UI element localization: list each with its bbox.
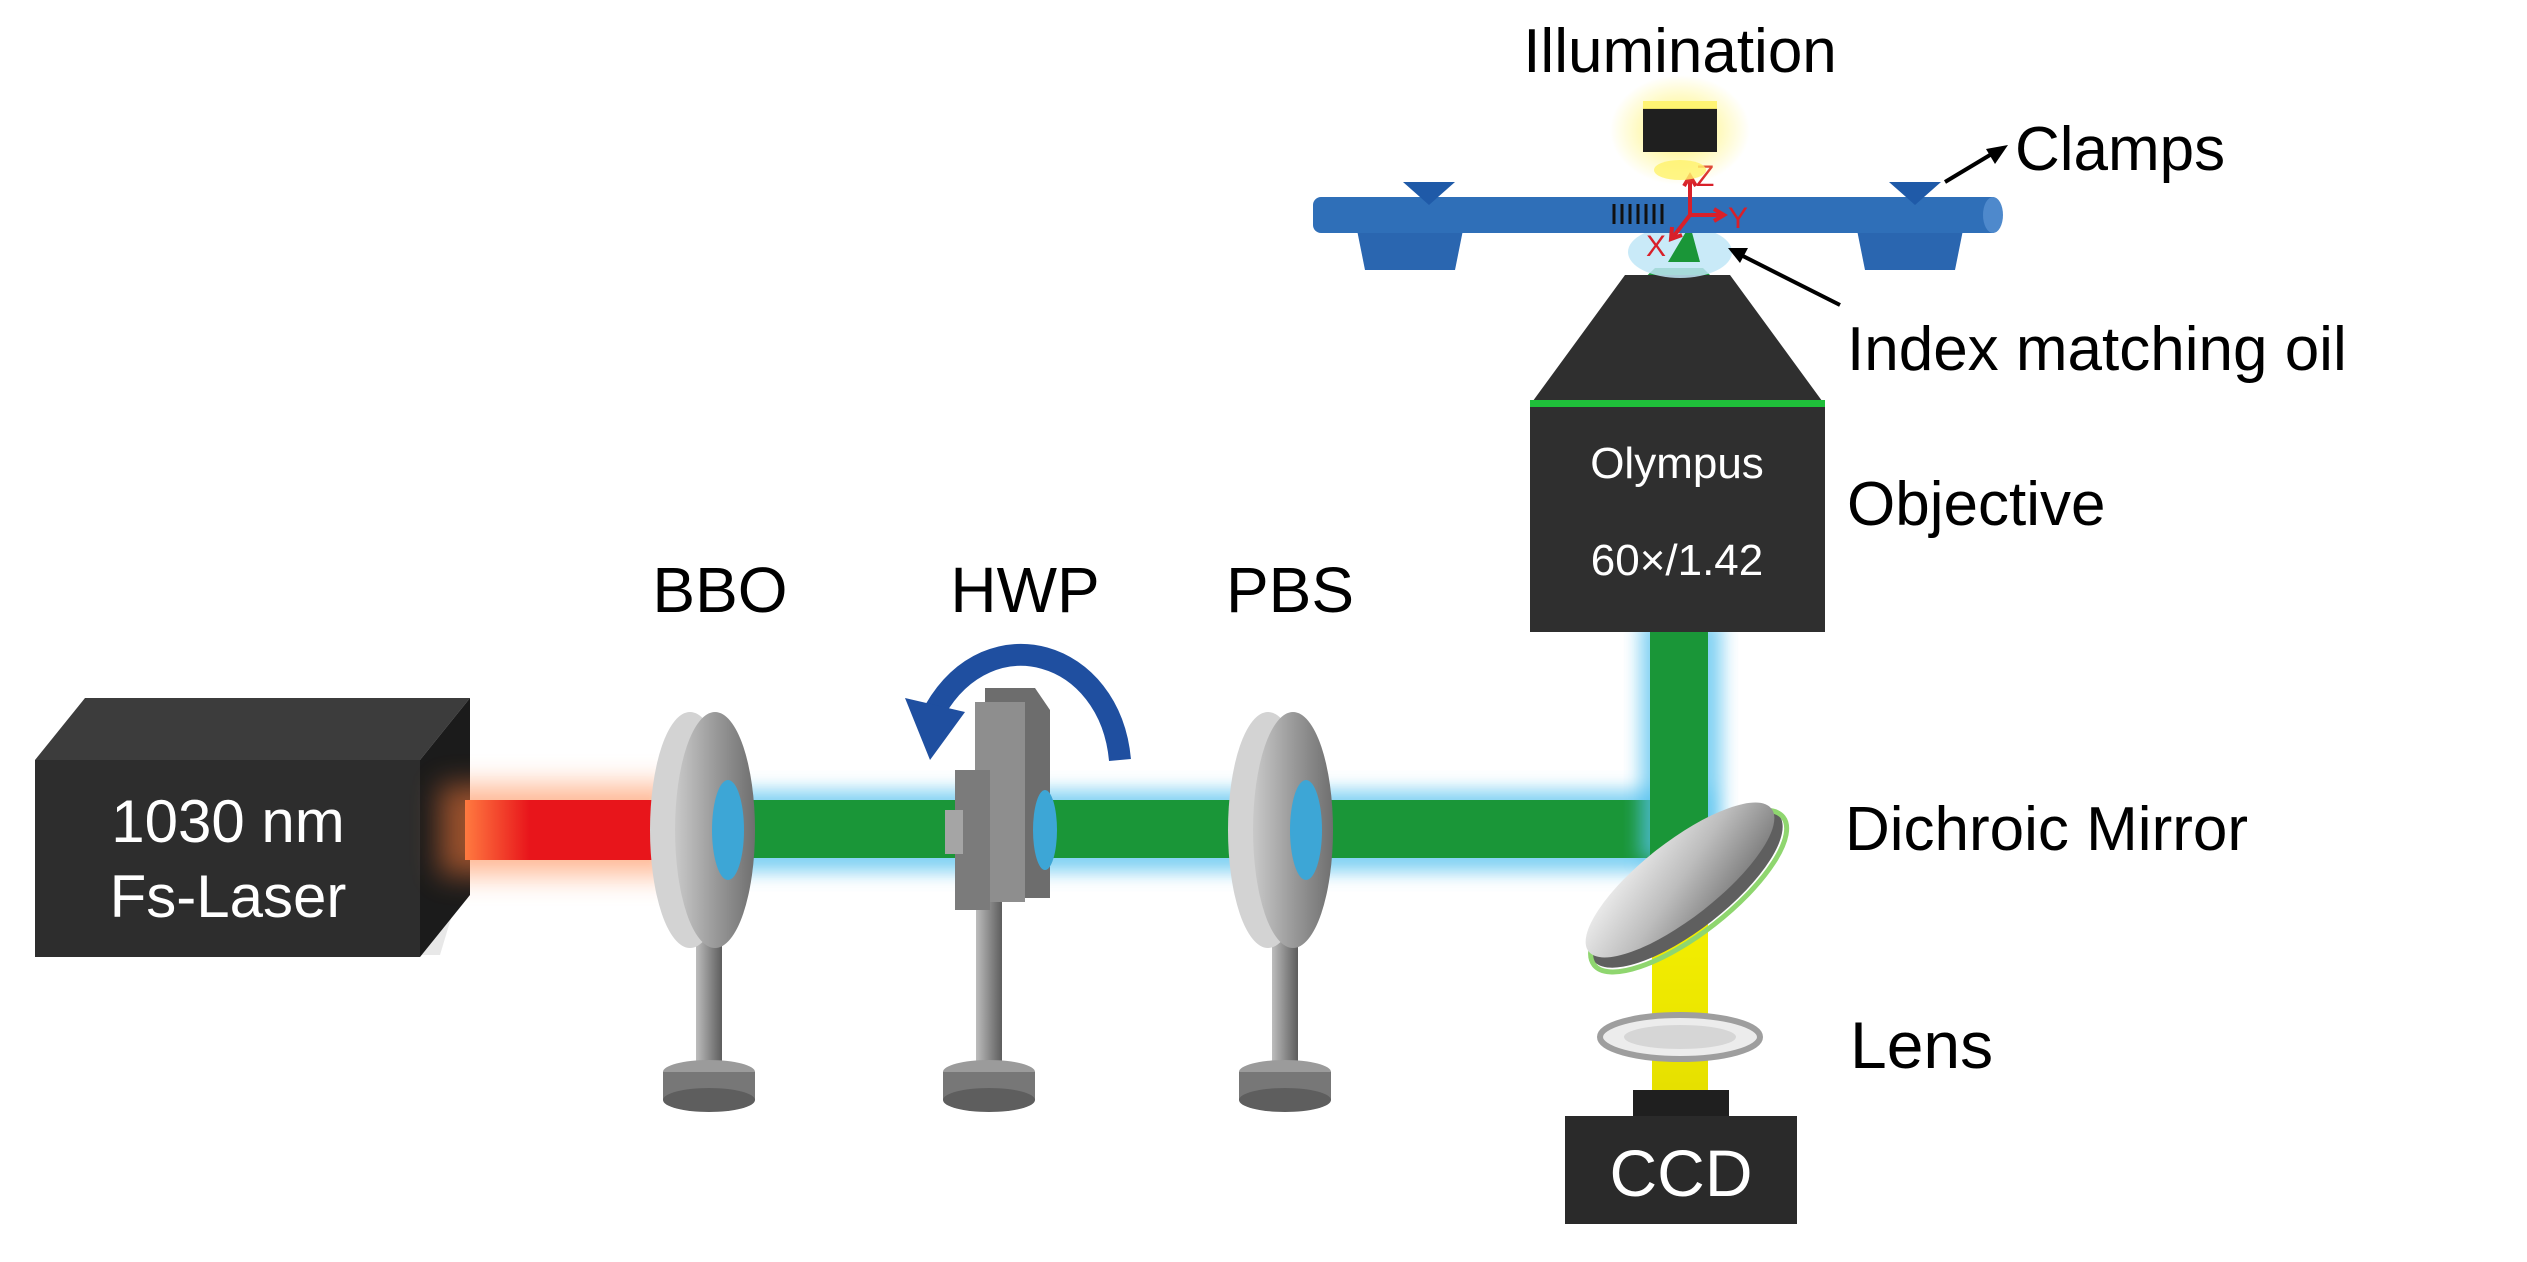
objective-green-band (1530, 400, 1825, 407)
objective-nose (1530, 275, 1825, 405)
lens-label: Lens (1850, 1008, 1993, 1082)
clamps-label: Clamps (2015, 115, 2225, 184)
lens-inner (1624, 1025, 1736, 1049)
beam-paths (440, 620, 1722, 1090)
laser-line1: 1030 nm (111, 788, 345, 855)
clamp-icon (1403, 182, 1455, 205)
ir-beam (465, 800, 680, 860)
dichroic-label: Dichroic Mirror (1845, 795, 2248, 864)
index-oil-label: Index matching oil (1847, 315, 2347, 384)
pbs-base-bottom (1239, 1088, 1331, 1112)
illumination-top-light (1643, 101, 1717, 109)
clamp-icon (1889, 182, 1941, 205)
objective-spec: 60×/1.42 (1591, 536, 1764, 585)
illumination-bottom-light (1654, 160, 1706, 180)
rotation-arrow-head-icon (905, 698, 965, 760)
axis-y-label: Y (1728, 202, 1748, 235)
bbo-post (696, 930, 722, 1070)
hwp-post (976, 890, 1002, 1070)
hwp-base-bottom (943, 1088, 1035, 1112)
illumination-source (1610, 75, 1750, 185)
laser-top-face (35, 698, 470, 760)
laser-front-face (35, 760, 420, 957)
hwp-label: HWP (950, 554, 1099, 626)
objective-body (1530, 407, 1825, 632)
written-structures (1612, 204, 1664, 224)
axis-x-label: X (1646, 230, 1666, 263)
objective-label: Objective (1847, 470, 2105, 539)
clamps-pointer-head (1986, 145, 2008, 164)
bbo-crystal (712, 780, 744, 880)
green-beam-vertical (1650, 628, 1708, 858)
slide-end-right (1983, 197, 2003, 233)
focus-cone (1668, 225, 1700, 262)
ccd-body (1565, 1116, 1797, 1224)
ccd-camera: CCD (1565, 1090, 1797, 1224)
bbo-label: BBO (652, 554, 787, 626)
oil-pointer-head (1728, 248, 1748, 263)
bbo-base-bottom (663, 1088, 755, 1112)
oil-pointer (1734, 250, 1841, 307)
sample-stage (1313, 182, 2003, 278)
objective-lens: Olympus 60×/1.42 (1530, 268, 1825, 632)
objective-brand: Olympus (1590, 439, 1764, 488)
dichroic-surface (1585, 802, 1775, 958)
hwp-knob (945, 810, 963, 854)
illumination-label: Illumination (1523, 17, 1837, 86)
lens (1597, 1012, 1763, 1062)
rotation-arrow-icon (925, 644, 1131, 762)
pointer-arrows (1728, 145, 2008, 307)
hwp-clamp (955, 770, 990, 910)
laser-line2: Fs-Laser (110, 863, 347, 930)
pbs-mount (1228, 712, 1333, 1112)
ccd-sensor-window (1633, 1090, 1729, 1116)
clamps-pointer (1943, 150, 1997, 184)
green-beam-horizontal (690, 800, 1698, 858)
pbs-label: PBS (1226, 554, 1354, 626)
pbs-post (1272, 930, 1298, 1070)
hwp-mount (905, 644, 1131, 1112)
hwp-waveplate (1033, 790, 1057, 870)
illumination-lamp (1643, 108, 1717, 152)
dichroic-mirror (1585, 802, 1790, 975)
fs-laser: 1030 nm Fs-Laser (35, 698, 470, 957)
pbs-cube (1290, 780, 1322, 880)
bbo-mount (650, 712, 755, 1112)
sample-slide (1313, 197, 2000, 233)
ccd-label: CCD (1610, 1136, 1753, 1210)
